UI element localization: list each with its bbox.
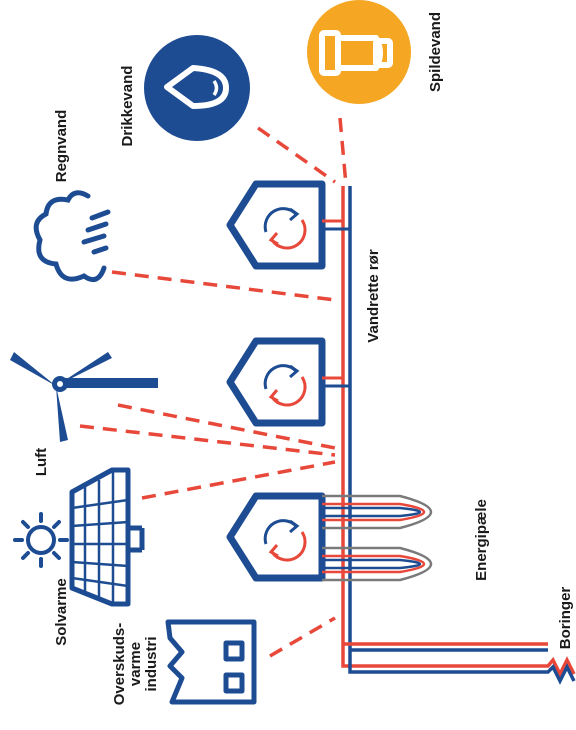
label-drikkevand: Drikkevand: [119, 66, 136, 147]
heat-pump-unit-2: [226, 337, 350, 427]
boringer-pipe-red: [341, 655, 576, 678]
sun-icon: [13, 512, 69, 568]
vertical-pipes: [341, 186, 352, 660]
connector-industri: [269, 616, 336, 658]
label-vandrette-ror: Vandrette rør: [365, 249, 382, 343]
label-solvarme: Solvarme: [53, 578, 70, 646]
heat-pump-unit-3: [226, 492, 326, 582]
spildevand-icon: [307, 0, 411, 104]
drikkevand-icon: [144, 35, 250, 141]
cycle-arrows-icon: [263, 207, 307, 250]
label-industri-line3: industri: [143, 637, 160, 692]
label-spildevand: Spildevand: [427, 12, 444, 92]
connector-luft-2: [117, 403, 336, 450]
connector-spildevand: [338, 117, 348, 186]
label-luft: Luft: [33, 448, 50, 476]
energy-pile-1-red: [322, 502, 425, 522]
dashed-connectors: [79, 117, 348, 658]
label-industri-line1: Overskuds-: [111, 623, 128, 706]
solar-panel-icon: [69, 467, 145, 607]
wind-turbine-icon: [10, 352, 158, 442]
cloud-rain-icon: [33, 190, 111, 283]
connector-solvarme: [141, 460, 336, 500]
labels: Spildevand Drikkevand Regnvand Vandrette…: [33, 12, 574, 705]
connector-regnvand: [111, 270, 336, 302]
boringer-pipes: [341, 642, 576, 685]
connector-drikkevand: [256, 126, 337, 184]
energy-pile-2-outer: [322, 546, 433, 582]
energy-pile-1-navy: [322, 506, 422, 518]
energy-pile-2-navy: [322, 558, 422, 570]
label-boringer: Boringer: [557, 587, 574, 650]
boringer-pipe-navy: [348, 660, 576, 685]
cycle-arrows-icon: [263, 519, 307, 562]
energy-piles: [322, 494, 433, 582]
heat-pump-unit-1: [226, 180, 350, 270]
label-energipaele: Energipæle: [473, 499, 490, 581]
factory-icon: [165, 619, 257, 705]
energy-pile-2-red: [322, 554, 425, 574]
label-industri-line2: varme: [127, 642, 144, 686]
label-regnvand: Regnvand: [53, 110, 70, 183]
energy-pile-1-outer: [322, 494, 433, 530]
cycle-arrows-icon: [263, 364, 307, 407]
connector-luft: [79, 424, 336, 457]
